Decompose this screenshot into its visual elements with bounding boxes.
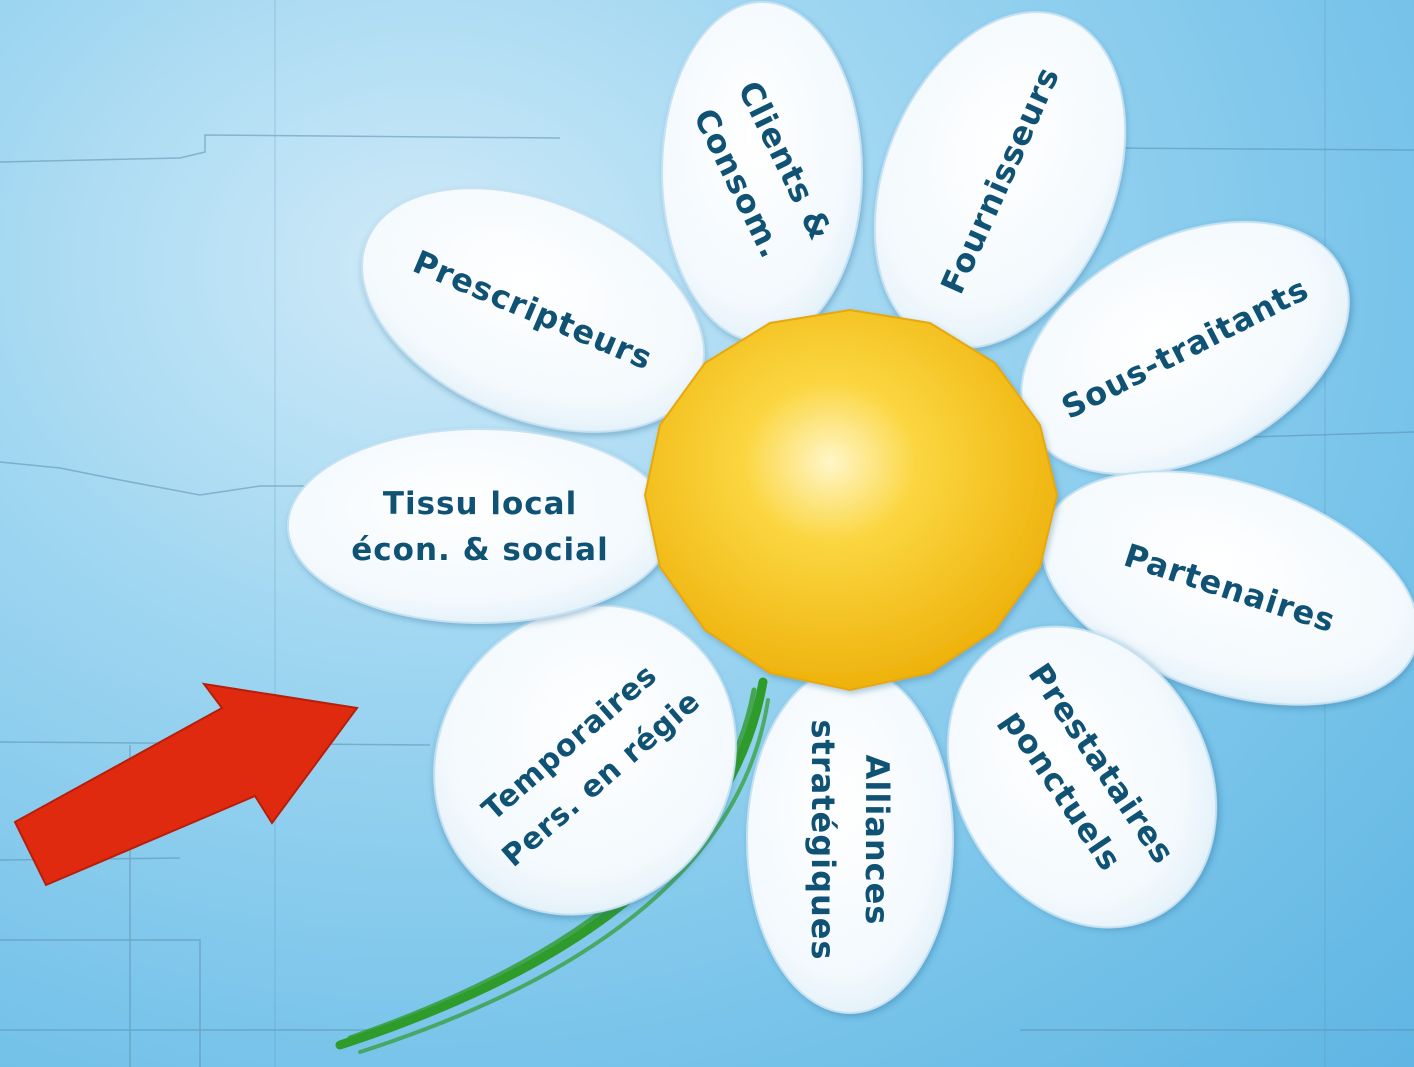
petal-shape: [746, 666, 954, 1014]
petals: Clients &Consom.FournisseursSous-traitan…: [287, 1, 1414, 1014]
petal-fournisseurs: Fournisseurs: [873, 11, 1127, 349]
petal-shape: [433, 604, 737, 916]
petal-label: Alliances stratégiques: [804, 719, 896, 960]
petal-alliances-strategiques: Alliances stratégiques: [746, 666, 954, 1014]
petal-shape: [661, 1, 863, 343]
petal-prestataires-ponctuels: Prestatairesponctuels: [946, 625, 1218, 929]
petal-clients-consom: Clients &Consom.: [661, 1, 863, 343]
petal-label: Tissu local écon. & social: [351, 486, 608, 568]
petal-label-line: écon. & social: [351, 532, 608, 568]
petal-shape: [287, 428, 673, 624]
petal-label-line: Tissu local: [383, 486, 577, 522]
petal-temporaires-pers-en-regie: TemporairesPers. en régie: [433, 604, 737, 916]
flower-center: [643, 308, 1059, 692]
petal-label-line: Alliances: [858, 755, 896, 926]
petal-shape: [946, 625, 1218, 929]
petal-sous-traitants: Sous-traitants: [1020, 220, 1350, 476]
petal-prescripteurs: Prescripteurs: [361, 187, 705, 433]
petal-label-line: stratégiques: [804, 719, 842, 960]
petal-tissu-local: Tissu local écon. & social: [287, 428, 673, 624]
arrow-icon: [13, 682, 359, 887]
